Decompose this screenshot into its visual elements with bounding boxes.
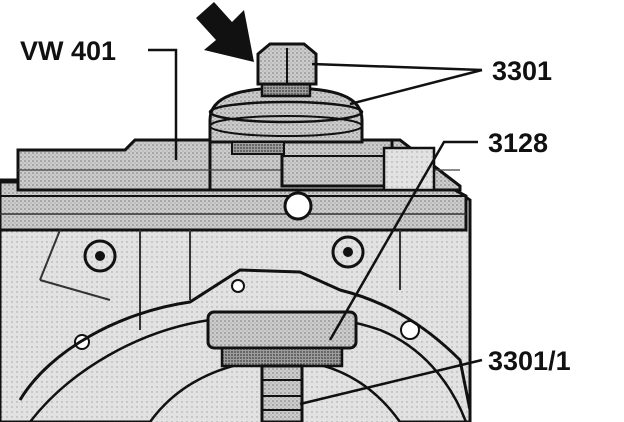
leader-vw401	[148, 48, 178, 160]
leader-lines	[148, 48, 483, 406]
tool-3301	[208, 42, 364, 155]
label-3301-1: 3301/1	[488, 346, 571, 376]
leader-3301-b	[349, 68, 483, 106]
bolt-holes	[74, 191, 420, 350]
label-vw401: VW 401	[20, 36, 116, 66]
leader-3128	[328, 140, 478, 341]
bracket-3128	[280, 138, 436, 192]
label-3301: 3301	[492, 56, 552, 86]
leader-3301-a	[311, 62, 483, 72]
leader-3301-1	[299, 358, 483, 406]
guide-3301-1	[206, 310, 358, 422]
callout-labels: VW 401 3301 3128 3301/1	[20, 36, 571, 376]
label-3128: 3128	[488, 128, 548, 158]
arrow-down-right-icon	[196, 2, 254, 62]
